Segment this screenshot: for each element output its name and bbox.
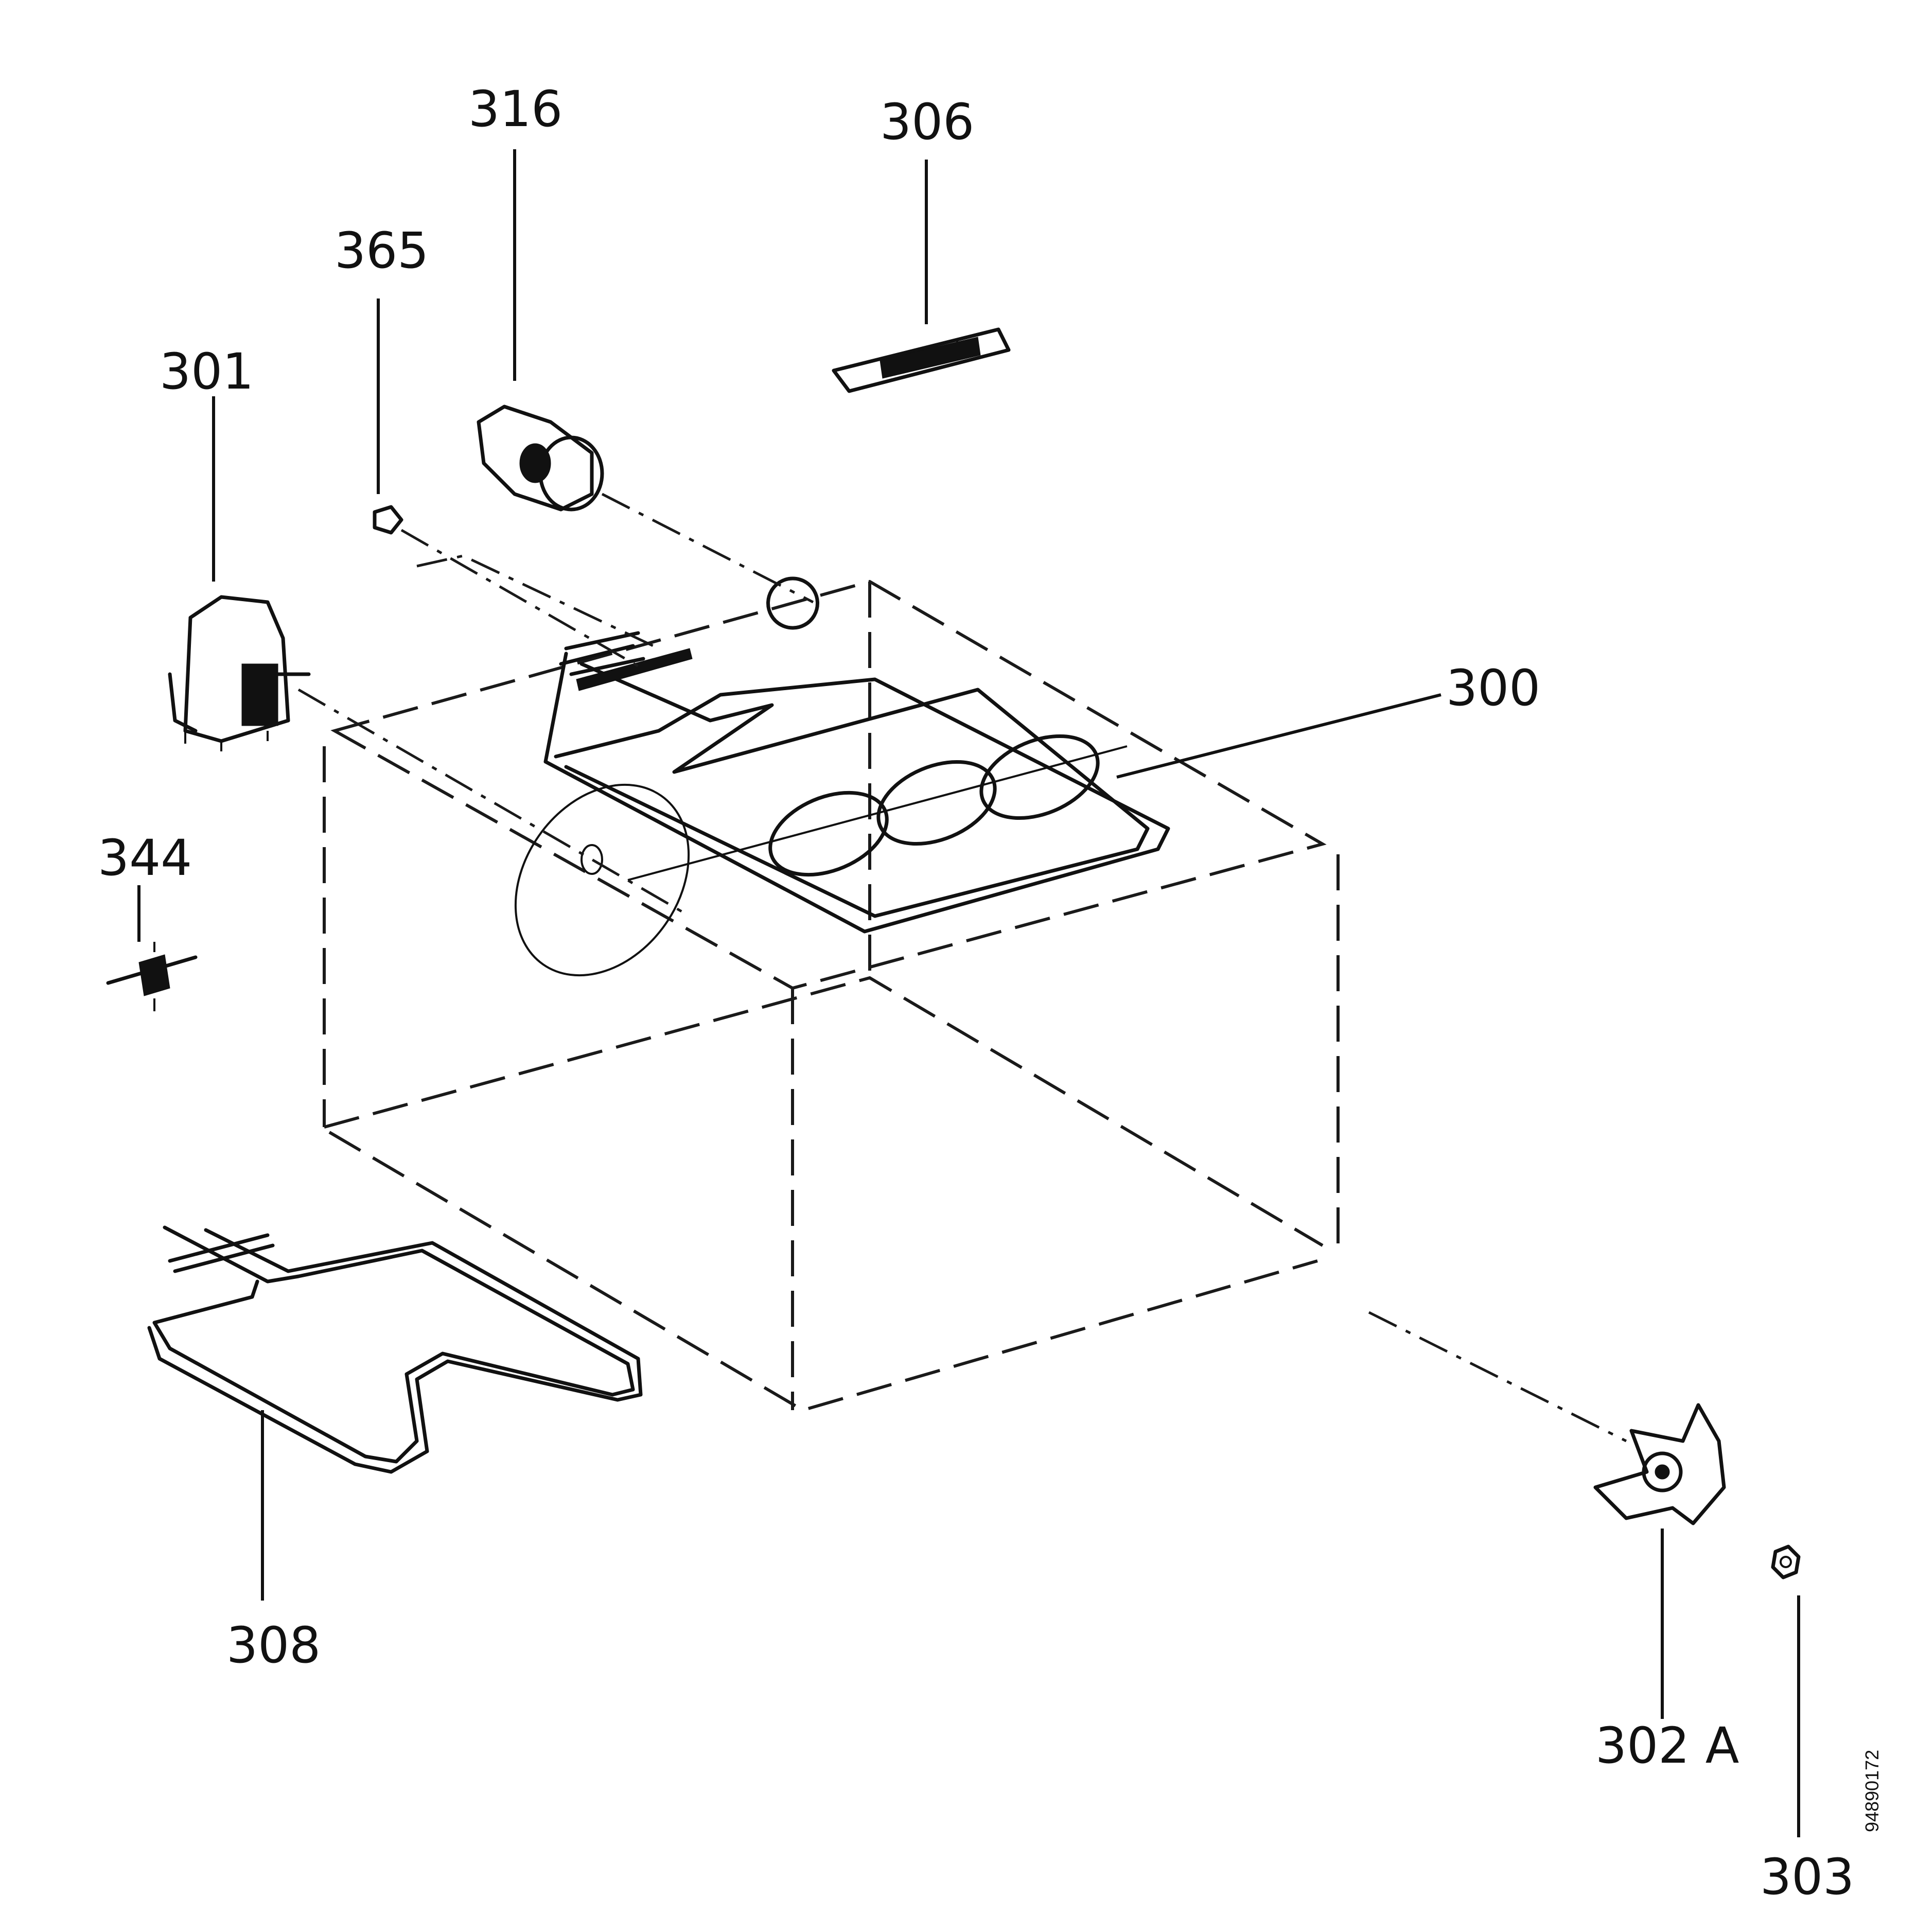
thermostat-switch [477,405,604,512]
oven-cavity [323,579,1340,1412]
lamp-plug [373,505,403,535]
callout-308: 308 [226,1617,321,1674]
fan-blade [1593,1403,1726,1525]
fan-opening [514,783,690,977]
nut [1771,1544,1801,1579]
top-heating-element [543,576,1170,934]
callout-365: 365 [335,222,429,279]
callout-303: 303 [1760,1848,1854,1906]
callout-316: 316 [468,80,562,138]
callout-301: 301 [160,343,254,400]
bottom-heating-element [147,1225,643,1474]
callout-344: 344 [98,829,192,887]
terminal-block [832,327,1011,393]
callout-306: 306 [880,93,974,151]
element-connector [106,942,198,1011]
callout-300: 300 [1446,659,1540,717]
fan-motor [168,595,311,751]
callout-lines [137,149,1800,1837]
callout-302a: 302 A [1595,1717,1739,1775]
assembly-lines [297,493,1627,1443]
drawing-code: 94890172 [1861,1750,1883,1832]
